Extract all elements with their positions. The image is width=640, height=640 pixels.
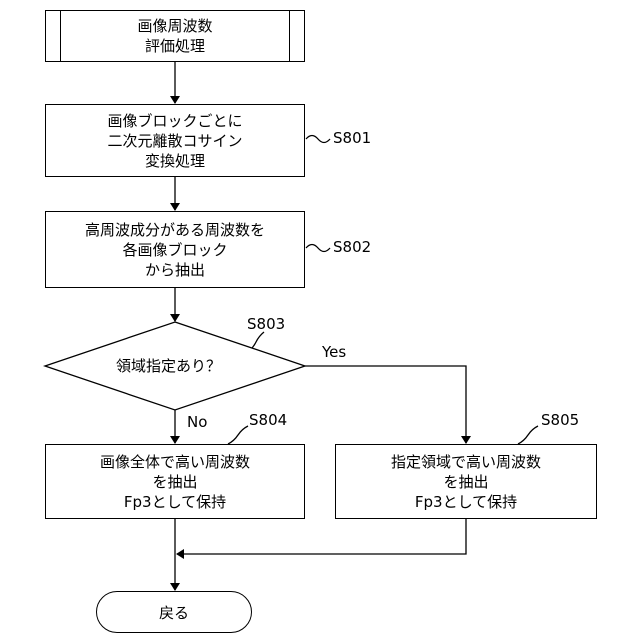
s804-line-2: を抽出 [152,472,197,492]
decision-text: 領域指定あり？ [116,356,221,376]
s802-line-1: 高周波成分がある周波数を [85,220,265,240]
s802-line-3: から抽出 [145,260,205,280]
yes-label: Yes [322,343,346,361]
leader-s801 [306,136,330,143]
start-line-2: 評価処理 [145,36,205,56]
step-label-s802: S802 [333,238,371,256]
s805-box: 指定領域で高い周波数 を抽出 Fp3として保持 [335,444,597,519]
s805-line-2: を抽出 [443,472,488,492]
s804-box: 画像全体で高い周波数 を抽出 Fp3として保持 [45,444,305,519]
subroutine-right-bar [289,11,290,61]
leader-s805 [518,426,538,444]
return-terminal: 戻る [96,591,252,633]
no-label: No [187,413,207,431]
s801-box: 画像ブロックごとに 二次元離散コサイン 変換処理 [45,104,305,177]
step-label-s801: S801 [333,129,371,147]
leader-s804 [228,426,248,444]
start-process-box: 画像周波数 評価処理 [45,10,305,62]
s805-line-3: Fp3として保持 [415,492,517,512]
s802-line-2: 各画像ブロック [122,240,227,260]
leader-s802 [306,245,330,252]
return-text: 戻る [159,602,189,623]
s804-line-1: 画像全体で高い周波数 [100,452,250,472]
s802-box: 高周波成分がある周波数を 各画像ブロック から抽出 [45,211,305,288]
s805-line-1: 指定領域で高い周波数 [391,452,541,472]
s801-line-3: 変換処理 [145,151,205,171]
start-line-1: 画像周波数 [137,16,212,36]
s801-line-1: 画像ブロックごとに [107,111,242,131]
s804-line-3: Fp3として保持 [124,492,226,512]
step-label-s804: S804 [249,411,287,429]
arrow-s805-merge [177,519,466,554]
arrow-yes-to-s805 [305,366,466,443]
subroutine-left-bar [60,11,61,61]
s801-line-2: 二次元離散コサイン [107,131,242,151]
step-label-s805: S805 [541,411,579,429]
step-label-s803: S803 [247,315,285,333]
